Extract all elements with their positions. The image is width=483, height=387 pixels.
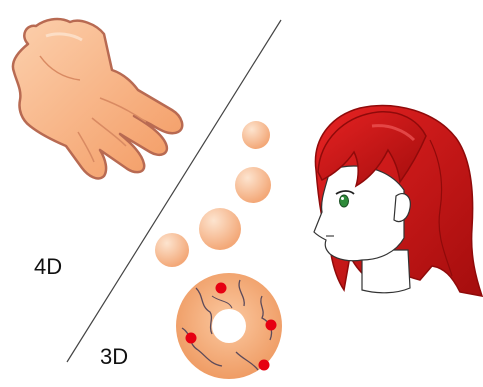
torus-dot	[266, 320, 277, 331]
torus-dot	[216, 283, 227, 294]
torus-icon	[176, 273, 282, 379]
label-3d: 3D	[100, 346, 128, 368]
anime-head-icon	[314, 106, 482, 296]
label-4d: 4D	[34, 256, 62, 278]
hand-icon	[13, 19, 182, 178]
sphere-icon	[155, 233, 189, 267]
torus-dot	[186, 333, 197, 344]
sphere-icon	[199, 208, 241, 250]
torus-dot	[259, 360, 270, 371]
sphere-icon	[235, 167, 271, 203]
sphere-icon	[242, 121, 270, 149]
